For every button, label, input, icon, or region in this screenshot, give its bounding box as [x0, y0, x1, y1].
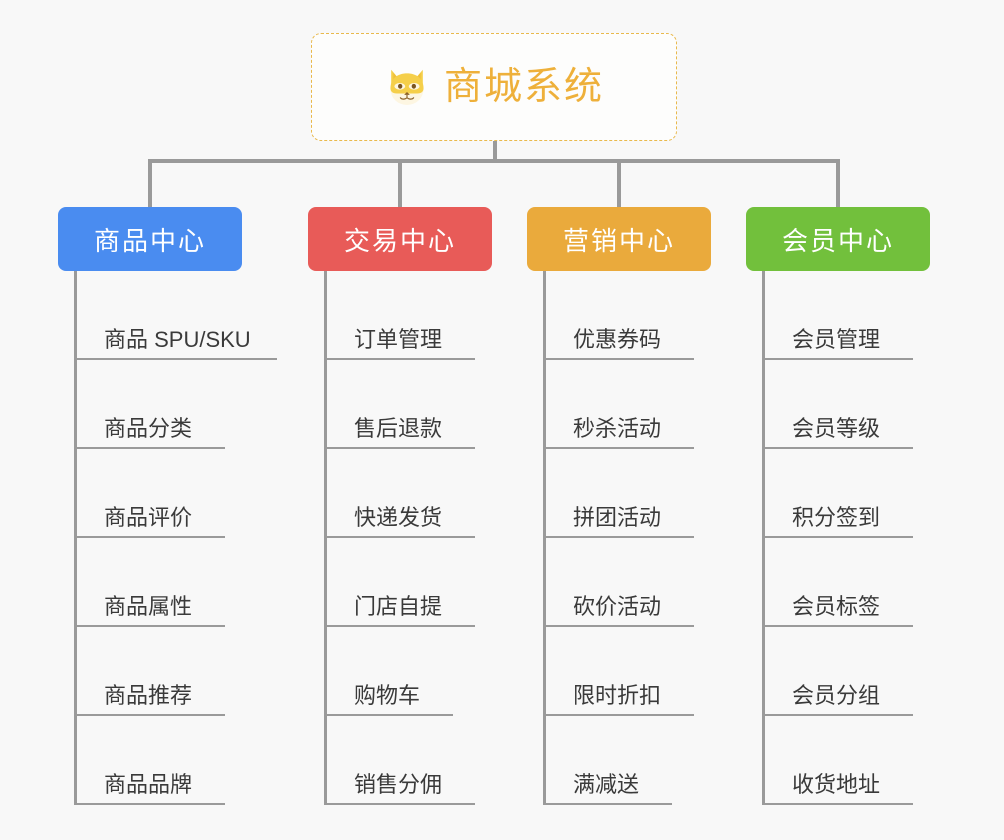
leaf-item-label: 积分签到: [792, 504, 881, 530]
leaf-item[interactable]: 秒杀活动: [543, 360, 694, 449]
leaf-item-label: 会员等级: [792, 415, 881, 441]
connector-drop-2: [398, 159, 402, 207]
leaf-item[interactable]: 砍价活动: [543, 538, 694, 627]
leaf-item[interactable]: 商品分类: [74, 360, 225, 449]
connector-horizontal-bus: [150, 159, 840, 163]
leaf-item-label: 满减送: [573, 771, 640, 797]
leaf-item-label: 砍价活动: [573, 593, 662, 619]
leaf-item-label: 商品品牌: [104, 771, 193, 797]
leaf-item[interactable]: 积分签到: [762, 449, 913, 538]
leaf-item[interactable]: 满减送: [543, 716, 672, 805]
category-box-2[interactable]: 交易中心: [308, 207, 492, 271]
leaf-item[interactable]: 商品推荐: [74, 627, 225, 716]
leaf-item[interactable]: 优惠券码: [543, 271, 694, 360]
connector-root-stem: [493, 141, 497, 162]
leaf-item[interactable]: 销售分佣: [324, 716, 475, 805]
leaf-item[interactable]: 售后退款: [324, 360, 475, 449]
leaf-item-label: 限时折扣: [573, 682, 662, 708]
category-label: 商品中心: [93, 225, 206, 256]
leaf-item[interactable]: 门店自提: [324, 538, 475, 627]
connector-trunk-3: [543, 271, 546, 805]
connector-trunk-1: [74, 271, 77, 805]
leaf-item[interactable]: 商品属性: [74, 538, 225, 627]
leaf-item-label: 会员管理: [792, 326, 881, 352]
leaf-item-label: 售后退款: [354, 415, 443, 441]
connector-drop-3: [617, 159, 621, 207]
category-label: 营销中心: [562, 225, 675, 256]
leaf-item[interactable]: 购物车: [324, 627, 453, 716]
leaf-item[interactable]: 收货地址: [762, 716, 913, 805]
leaf-item[interactable]: 限时折扣: [543, 627, 694, 716]
leaf-item[interactable]: 商品评价: [74, 449, 225, 538]
category-box-1[interactable]: 商品中心: [58, 207, 242, 271]
category-label: 交易中心: [343, 225, 456, 256]
leaf-item-label: 门店自提: [354, 593, 443, 619]
leaf-item[interactable]: 会员管理: [762, 271, 913, 360]
root-title: 商城系统: [443, 66, 604, 108]
leaf-item-label: 秒杀活动: [573, 415, 662, 441]
leaf-item-label: 快递发货: [354, 504, 443, 530]
leaf-item-label: 拼团活动: [573, 504, 662, 530]
leaf-item[interactable]: 快递发货: [324, 449, 475, 538]
connector-drop-1: [148, 159, 152, 207]
leaf-item-label: 购物车: [354, 682, 421, 708]
leaf-item[interactable]: 会员等级: [762, 360, 913, 449]
leaf-item-label: 优惠券码: [573, 326, 662, 352]
leaf-item-label: 商品属性: [104, 593, 193, 619]
leaf-item-label: 会员标签: [792, 593, 881, 619]
leaf-item[interactable]: 商品 SPU/SKU: [74, 271, 277, 360]
connector-drop-4: [836, 159, 840, 207]
leaf-item[interactable]: 商品品牌: [74, 716, 225, 805]
category-box-4[interactable]: 会员中心: [746, 207, 930, 271]
connector-trunk-4: [762, 271, 765, 805]
leaf-item[interactable]: 订单管理: [324, 271, 475, 360]
leaf-item-label: 商品 SPU/SKU: [104, 326, 251, 352]
leaf-item[interactable]: 会员分组: [762, 627, 913, 716]
category-box-3[interactable]: 营销中心: [527, 207, 711, 271]
leaf-item[interactable]: 拼团活动: [543, 449, 694, 538]
leaf-item[interactable]: 会员标签: [762, 538, 913, 627]
root-node[interactable]: 商城系统: [311, 33, 677, 141]
leaf-item-label: 商品推荐: [104, 682, 193, 708]
leaf-item-label: 销售分佣: [354, 771, 443, 797]
leaf-item-label: 商品分类: [104, 415, 193, 441]
leaf-item-label: 商品评价: [104, 504, 193, 530]
connector-trunk-2: [324, 271, 327, 805]
leaf-item-label: 收货地址: [792, 771, 881, 797]
category-label: 会员中心: [781, 225, 894, 256]
leaf-item-label: 会员分组: [792, 682, 881, 708]
shiba-dog-icon: [390, 69, 424, 105]
leaf-item-label: 订单管理: [354, 326, 443, 352]
